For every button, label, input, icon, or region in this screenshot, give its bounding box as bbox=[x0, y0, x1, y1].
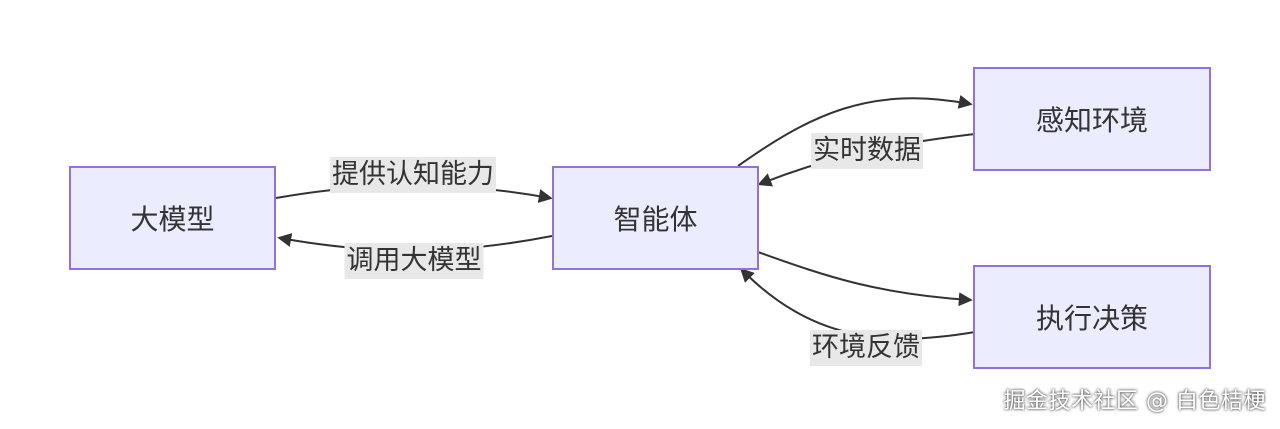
edge-label-agent-to-llm: 调用大模型 bbox=[344, 243, 484, 279]
node-perceive-label: 感知环境 bbox=[1035, 104, 1148, 137]
node-agent-label: 智能体 bbox=[613, 203, 698, 236]
edge-agent-to-execute bbox=[757, 251, 973, 307]
edge-label-llm-to-agent: 提供认知能力 bbox=[330, 157, 496, 193]
edge-agent-to-perceive bbox=[737, 95, 973, 167]
node-agent: 智能体 bbox=[552, 166, 759, 270]
node-perceive: 感知环境 bbox=[973, 67, 1211, 171]
edge-execute-to-agent bbox=[740, 268, 976, 340]
edge-label-execute-to-agent: 环境反馈 bbox=[810, 330, 922, 366]
node-llm: 大模型 bbox=[69, 166, 276, 270]
node-execute-label: 执行决策 bbox=[1035, 302, 1148, 335]
watermark: 掘金技术社区 @ 白色桔梗 bbox=[1003, 389, 1266, 414]
node-execute: 执行决策 bbox=[973, 265, 1211, 369]
node-llm-label: 大模型 bbox=[130, 203, 215, 236]
edge-label-perceive-to-agent: 实时数据 bbox=[811, 133, 923, 169]
